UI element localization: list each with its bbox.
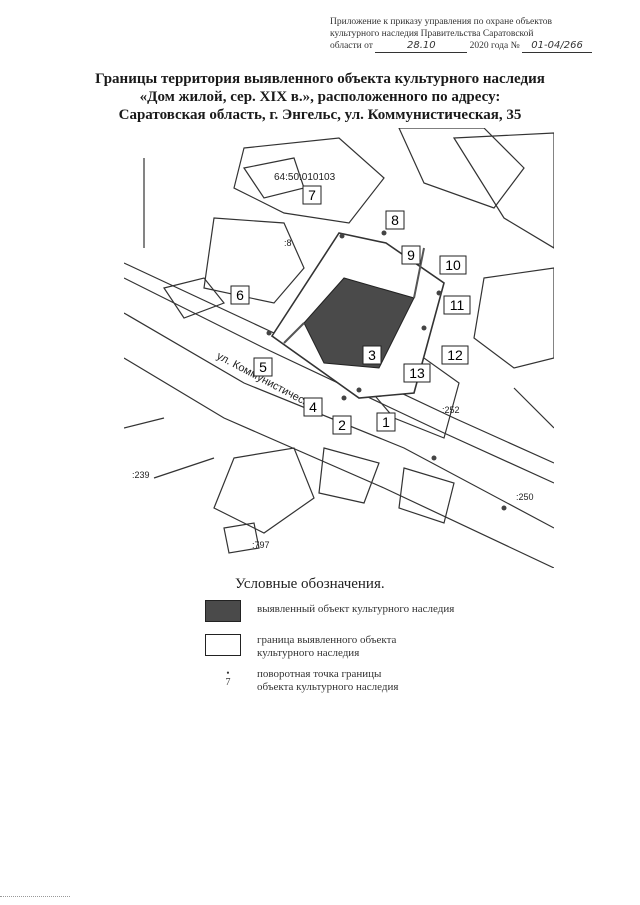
svg-text:7: 7 xyxy=(308,187,316,203)
object-swatch xyxy=(205,600,241,622)
building-label-8: :8 xyxy=(284,238,292,248)
point-label-8: 8 xyxy=(385,210,405,230)
object-fill xyxy=(303,277,415,369)
map-dots xyxy=(266,230,507,511)
header-prefix: области от xyxy=(330,41,373,51)
point-label-13: 13 xyxy=(403,363,431,383)
svg-text:12: 12 xyxy=(447,347,463,363)
point-label-11: 11 xyxy=(443,295,471,315)
cadastral-number-label: 64:50:010103 xyxy=(274,172,336,183)
svg-text:13: 13 xyxy=(409,365,425,381)
svg-text:6: 6 xyxy=(236,287,244,303)
point-label-1: 1 xyxy=(376,412,396,432)
svg-text:4: 4 xyxy=(309,399,317,415)
page-title: Границы территория выявленного объекта к… xyxy=(60,70,580,124)
svg-text:3: 3 xyxy=(368,347,376,363)
boundary-points: 1 2 3 4 5 6 7 8 9 10 11 12 13 xyxy=(230,185,471,435)
point-label-6: 6 xyxy=(230,285,250,305)
point-label-4: 4 xyxy=(303,397,323,417)
legend-point-line-1: поворотная точка границы xyxy=(257,668,382,680)
legend-point-line-2: объекта культурного наследия xyxy=(257,681,399,693)
building-label-239: :239 xyxy=(132,470,150,480)
border-swatch xyxy=(205,634,241,656)
document-header: Приложение к приказу управления по охран… xyxy=(330,16,610,53)
svg-text:11: 11 xyxy=(450,297,465,313)
svg-text:1: 1 xyxy=(382,414,390,430)
footer-divider xyxy=(0,896,70,897)
header-line-1: Приложение к приказу управления по охран… xyxy=(330,17,553,27)
point-label-2: 2 xyxy=(332,415,352,435)
building-label-252: :252 xyxy=(442,405,460,415)
point-label-12: 12 xyxy=(441,345,469,365)
legend-object-text: выявленный объект культурного наследия xyxy=(257,603,455,615)
order-number-field: 01-04/266 xyxy=(522,40,593,53)
point-label-10: 10 xyxy=(439,255,467,275)
title-line-2: «Дом жилой, сер. XIX в.», расположенного… xyxy=(139,89,501,105)
legend-border-line-1: граница выявленного объекта xyxy=(257,634,397,646)
point-marker-icon: • 7 xyxy=(225,668,231,688)
title-line-3: Саратовская область, г. Энгельс, ул. Ком… xyxy=(118,107,522,123)
svg-text:9: 9 xyxy=(407,247,415,263)
cadastral-map: 64:50:010103 ул. Коммунистическая :8 :25… xyxy=(124,128,554,568)
header-mid: 2020 года № xyxy=(469,41,520,51)
legend-border-line-2: культурного наследия xyxy=(257,647,360,659)
building-label-797: :797 xyxy=(252,540,270,550)
point-label-3: 3 xyxy=(362,345,382,365)
title-line-1: Границы территория выявленного объекта к… xyxy=(95,71,545,87)
legend-title: Условные обозначения. xyxy=(235,576,385,592)
point-label-7: 7 xyxy=(302,185,322,205)
svg-text:5: 5 xyxy=(259,359,267,375)
svg-text:8: 8 xyxy=(391,212,399,228)
svg-text:2: 2 xyxy=(338,417,346,433)
date-field: 28.10 xyxy=(375,40,468,53)
header-line-2: культурного наследия Правительства Сарат… xyxy=(330,29,534,39)
building-label-250: :250 xyxy=(516,492,534,502)
point-label-9: 9 xyxy=(401,245,421,265)
header-line-3: области от 28.10 2020 года № 01-04/266 xyxy=(330,40,610,53)
point-label-5: 5 xyxy=(253,357,273,377)
map-lines xyxy=(124,128,554,568)
svg-text:10: 10 xyxy=(445,257,461,273)
